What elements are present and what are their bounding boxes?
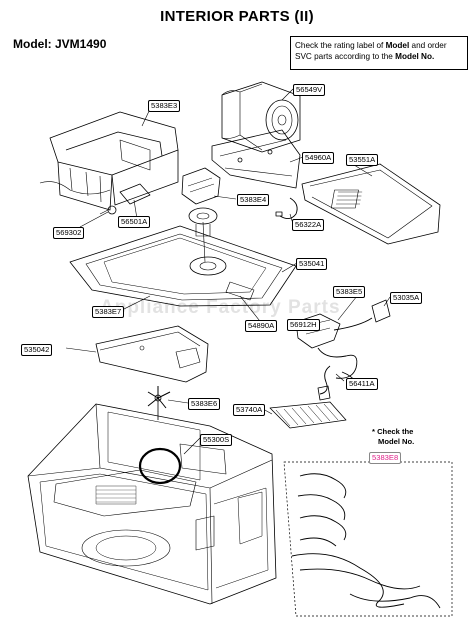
part-label-5383E3: 5383E3 xyxy=(148,100,181,112)
base-plate-drawing xyxy=(69,221,297,307)
model-number: Model: JVM1490 xyxy=(13,37,107,51)
oven-cavity-drawing xyxy=(27,403,277,605)
grille-plate-drawing xyxy=(301,163,441,245)
part-label-535041: 535041 xyxy=(296,258,328,270)
check-note-line2: Model No. xyxy=(378,437,415,446)
part-label-5383E8: 5383E8 xyxy=(369,452,402,464)
part-label-53551A: 53551A xyxy=(346,154,379,166)
part-label-56322A: 56322A xyxy=(292,219,325,231)
part-label-54890A: 54890A xyxy=(245,320,278,332)
part-label-56411A: 56411A xyxy=(346,378,378,390)
motor-bracket-drawing xyxy=(211,129,301,189)
damper-assembly-drawing xyxy=(181,167,221,237)
part-label-56912H: 56912H xyxy=(287,319,320,331)
check-model-note: * Check the Model No. xyxy=(372,427,432,447)
note-line2-pre: SVC parts according to the xyxy=(295,52,396,61)
part-label-53035A: 53035A xyxy=(390,292,423,304)
part-label-5383E6: 5383E6 xyxy=(188,398,221,410)
part-label-54960A: 54960A xyxy=(302,152,335,164)
duct-cover-drawing xyxy=(39,111,179,211)
check-note-line1: * Check the xyxy=(372,427,414,436)
note-line1-post: and order xyxy=(409,41,447,50)
part-label-535042: 535042 xyxy=(21,344,53,356)
wire-56322A-drawing xyxy=(275,197,298,219)
part-label-569302: 569302 xyxy=(53,227,85,239)
cover-535042-drawing xyxy=(95,325,209,383)
page-title: INTERIOR PARTS (II) xyxy=(160,8,314,25)
part-label-55300S: 55300S xyxy=(200,434,233,446)
small-hardware-drawing xyxy=(99,183,151,215)
part-label-5383E7: 5383E7 xyxy=(92,306,125,318)
electrical-parts-drawing xyxy=(295,299,391,401)
leader-lines xyxy=(65,88,391,455)
wire-harness-drawing xyxy=(283,461,453,617)
rating-label-note: Check the rating label of Model and orde… xyxy=(290,36,468,70)
part-label-53740A: 53740A xyxy=(233,404,266,416)
part-label-5383E5: 5383E5 xyxy=(333,286,366,298)
note-line2-bold: Model No. xyxy=(395,52,435,61)
note-line1-bold: Model xyxy=(385,41,410,50)
note-line1-pre: Check the rating label of xyxy=(295,41,386,50)
part-label-56549V: 56549V xyxy=(293,84,326,96)
part-label-56501A: 56501A xyxy=(118,216,151,228)
highlight-circle xyxy=(138,447,182,485)
fan-motor-drawing xyxy=(221,81,301,153)
part-label-5383E4: 5383E4 xyxy=(237,194,270,206)
vent-53740A-drawing xyxy=(269,401,347,429)
